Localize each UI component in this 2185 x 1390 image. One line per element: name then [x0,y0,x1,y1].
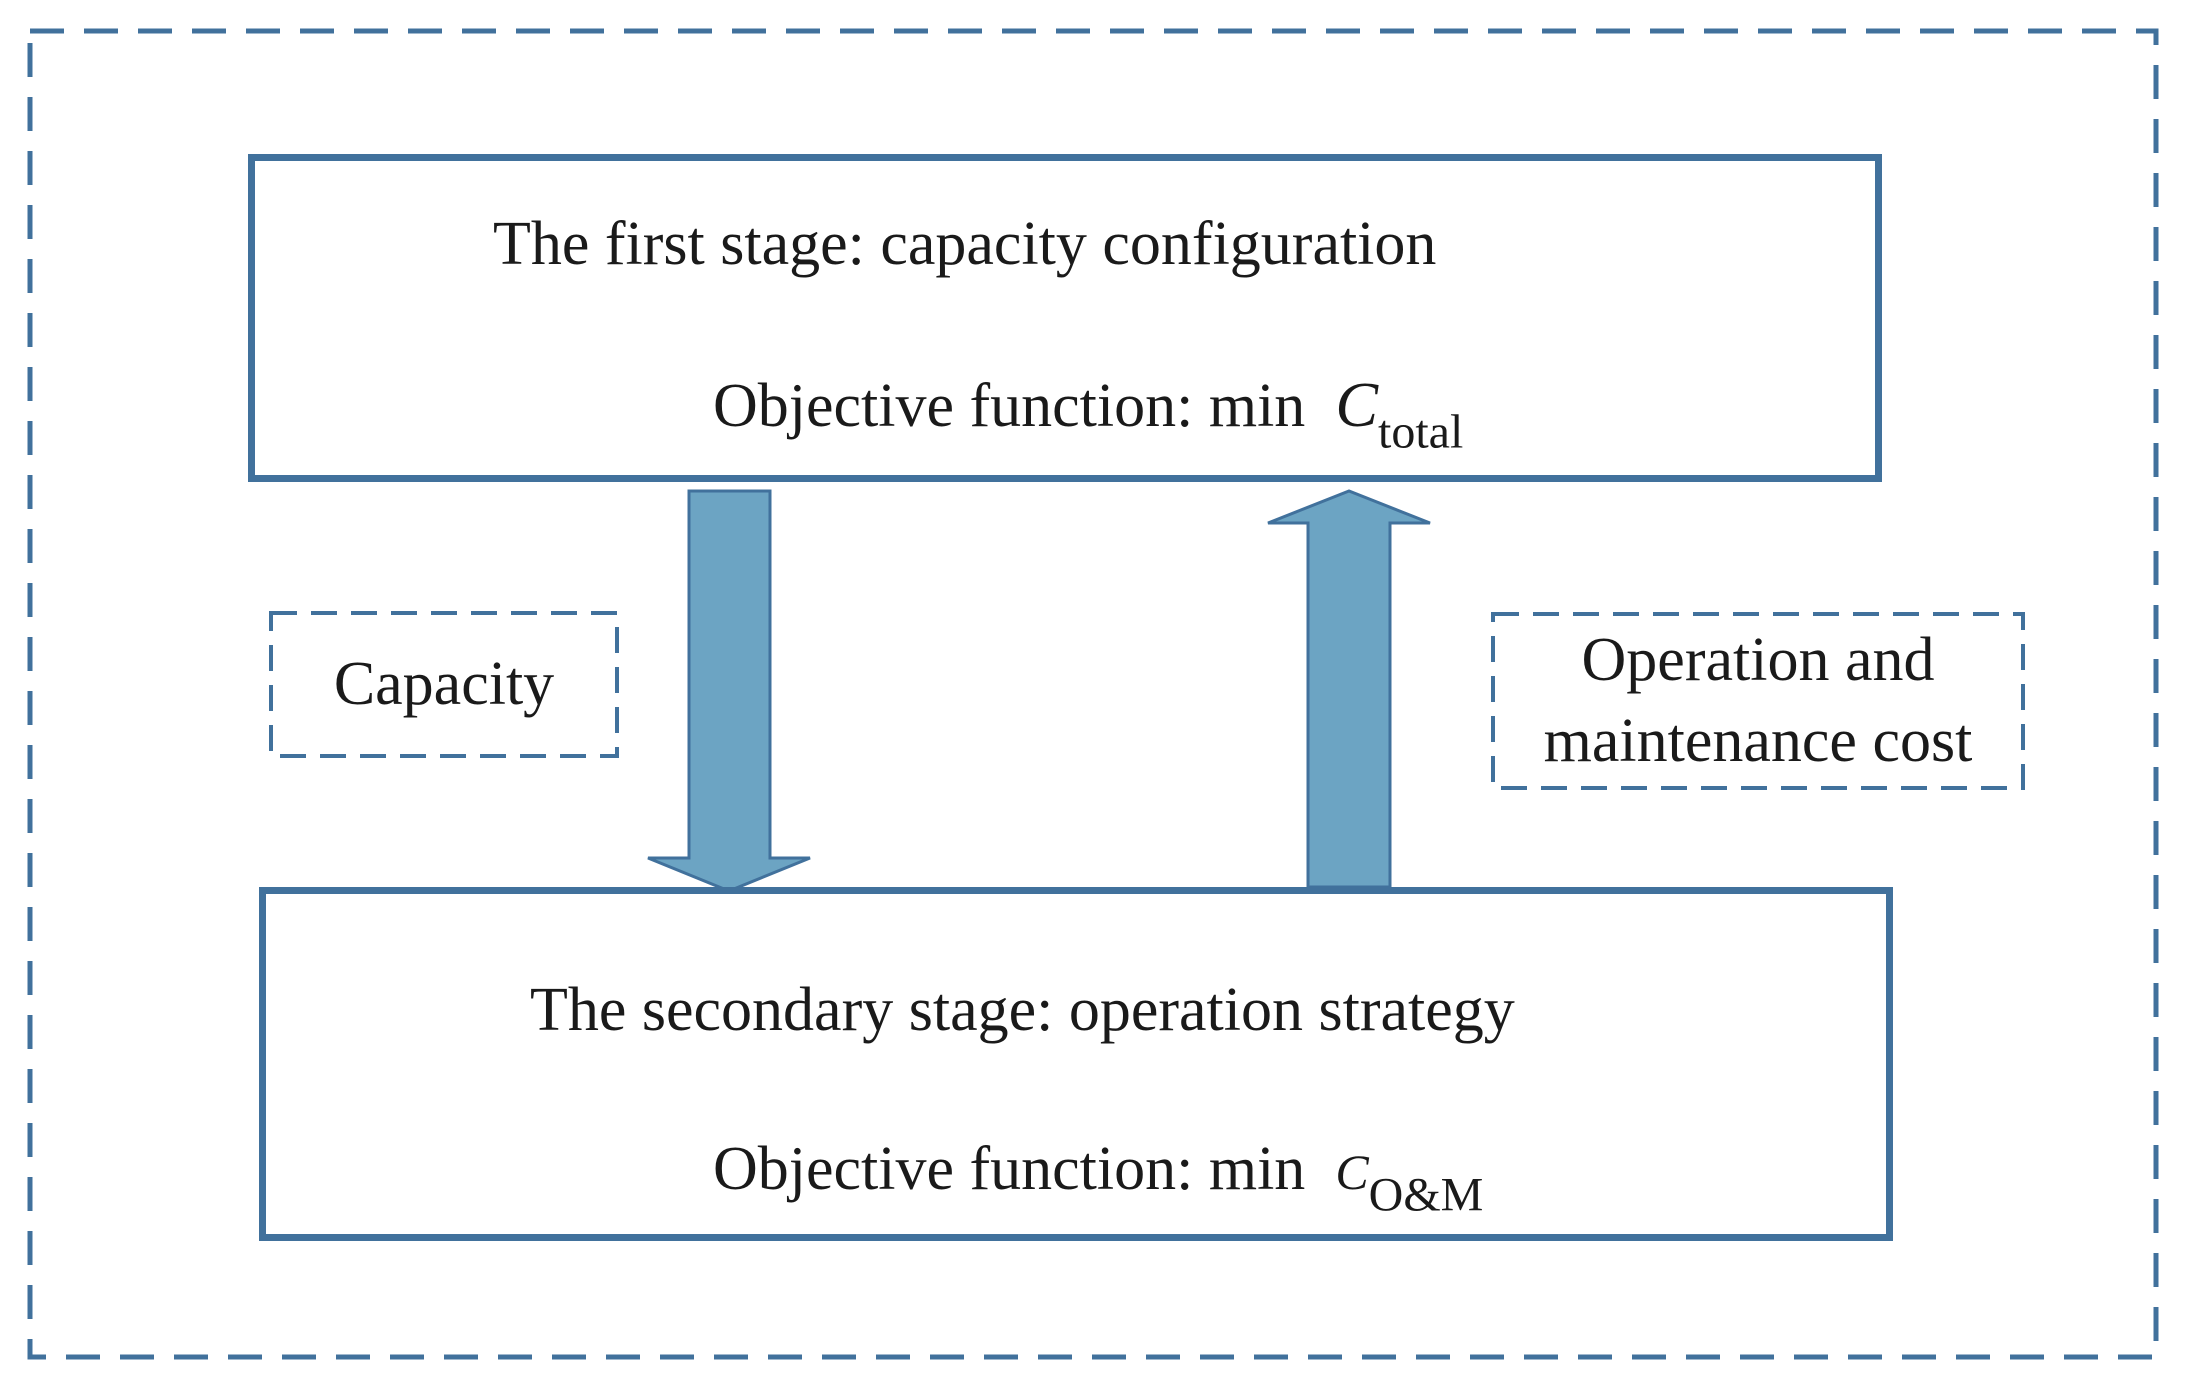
secondary-stage-box: The secondary stage: operation strategy … [259,887,1893,1241]
first-stage-objective-text: Objective function: min [713,372,1306,440]
first-stage-title: The first stage: capacity configuration [493,210,1437,278]
first-stage-symbol-subscript: total [1378,405,1464,459]
om-cost-label-border [1491,612,2025,790]
first-stage-symbol-letter: C [1335,369,1378,440]
secondary-stage-objective: Objective function: min CO&M [713,1138,1483,1220]
first-stage-box: The first stage: capacity configuration … [248,154,1882,482]
om-cost-label: Operation and maintenance cost [1491,620,2025,781]
first-stage-cost-symbol: Ctotal [1335,369,1463,457]
capacity-label-box: Capacity [269,611,619,758]
secondary-stage-cost-symbol: CO&M [1335,1144,1483,1219]
capacity-label-border [269,611,619,758]
om-cost-label-line2: maintenance cost [1543,707,1973,775]
secondary-stage-title: The secondary stage: operation strategy [530,976,1515,1044]
om-cost-label-box: Operation and maintenance cost [1491,612,2025,790]
om-cost-label-line1: Operation and [1581,626,1935,695]
secondary-stage-symbol-letter: C [1335,1144,1369,1200]
capacity-label: Capacity [333,650,555,719]
secondary-stage-objective-text: Objective function: min [713,1135,1306,1203]
secondary-stage-symbol-subscript: O&M [1368,1168,1484,1222]
